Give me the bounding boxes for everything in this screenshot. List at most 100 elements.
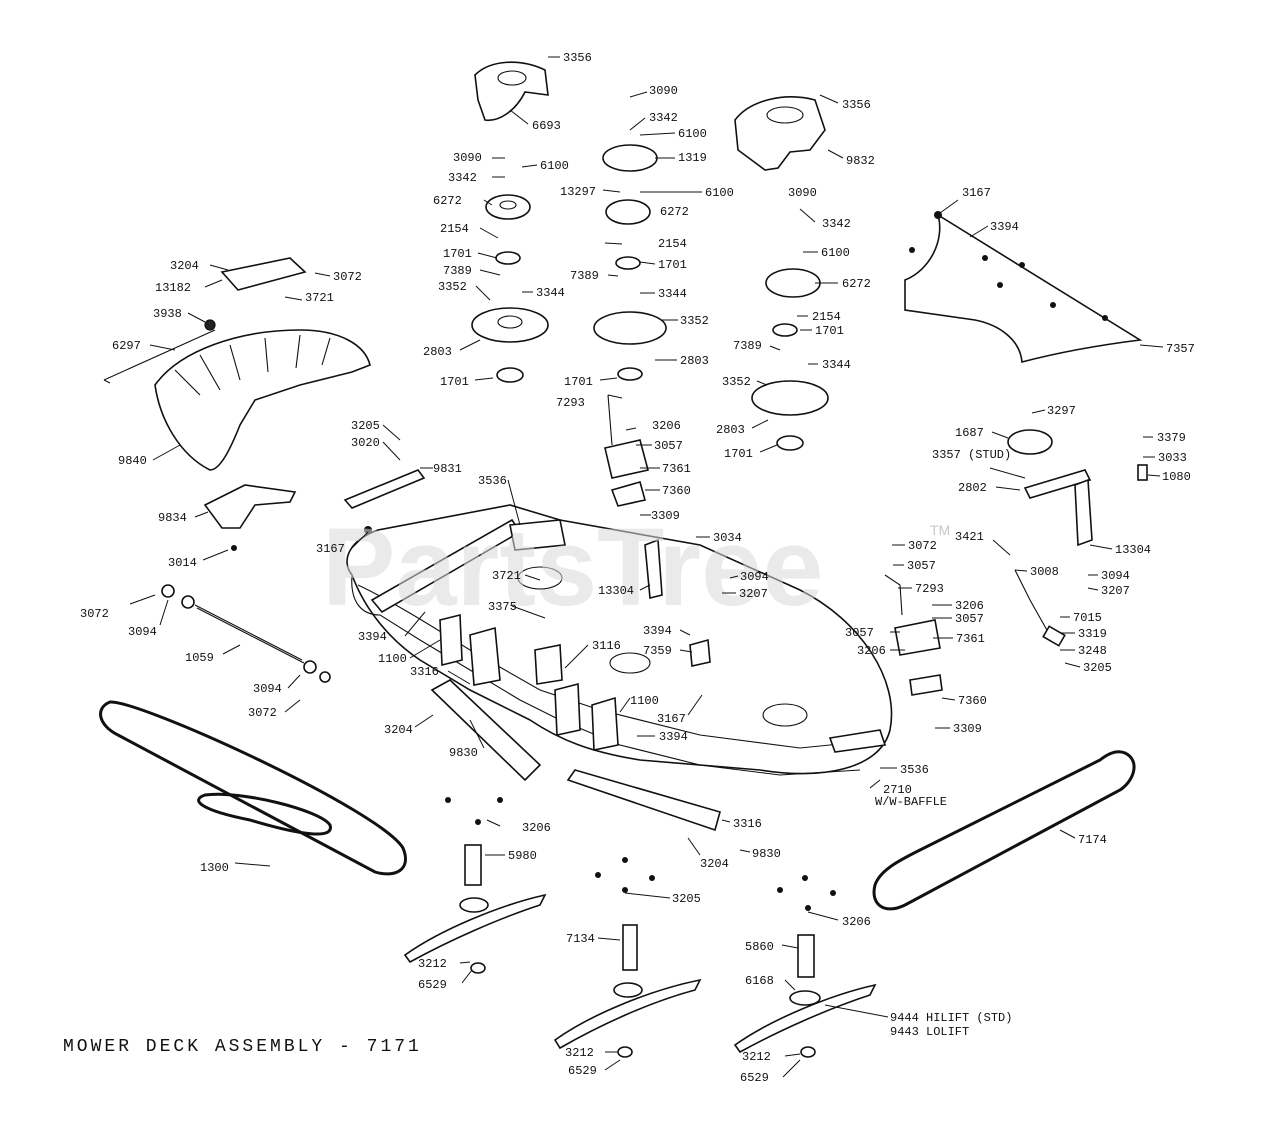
part-label: 1701	[658, 258, 687, 272]
part-label: 3206	[955, 599, 984, 613]
part-label: 3206	[522, 821, 551, 835]
spindle-shaft-7134	[622, 924, 638, 971]
pulley-6272-left-hub	[499, 200, 517, 210]
part-label: 3116	[592, 639, 621, 653]
part-label: 3342	[448, 171, 477, 185]
spindle-2803-left	[471, 307, 549, 343]
bearing-1701-right-bottom	[776, 435, 804, 451]
part-label: 1059	[185, 651, 214, 665]
part-label: 1701	[815, 324, 844, 338]
part-label: 7357	[1166, 342, 1195, 356]
part-label: 6693	[532, 119, 561, 133]
part-label: 1300	[200, 861, 229, 875]
part-label: 3356	[563, 51, 592, 65]
part-label: 3356	[842, 98, 871, 112]
part-label: 3319	[1078, 627, 1107, 641]
bracket-7360-right	[909, 674, 943, 696]
part-label: 7134	[566, 932, 595, 946]
part-label: 3212	[742, 1050, 771, 1064]
part-label: 3057	[907, 559, 936, 573]
part-label: 2803	[716, 423, 745, 437]
bracket-13304-center	[644, 538, 663, 600]
part-label: 7360	[662, 484, 691, 498]
part-label: 3094	[1101, 569, 1130, 583]
part-label: 7389	[570, 269, 599, 283]
spindle-shaft-5860	[797, 934, 815, 978]
belt-1300-inner	[197, 792, 332, 836]
part-label: 3938	[153, 307, 182, 321]
spindle-2803-right	[751, 380, 829, 416]
part-label: 3536	[478, 474, 507, 488]
idler-pulley-1687	[1007, 429, 1053, 455]
part-label: 3094	[740, 570, 769, 584]
baffle-9830-right	[566, 769, 721, 832]
part-label: 13304	[598, 584, 634, 598]
deck-bracket-left-b	[469, 626, 501, 686]
deck-skirt	[351, 574, 861, 776]
part-label: 3205	[672, 892, 701, 906]
deck-bracket-left	[439, 613, 463, 667]
part-label: W/W-BAFFLE	[875, 795, 947, 809]
part-label: 9834	[158, 511, 187, 525]
deck-rim	[357, 584, 881, 749]
blade-adapter-right	[789, 990, 821, 1006]
part-label: 3090	[649, 84, 678, 98]
bracket-7359	[534, 644, 563, 685]
link-rod-7293-left	[607, 394, 623, 446]
part-label: 9830	[449, 746, 478, 760]
part-label: 3014	[168, 556, 197, 570]
part-label: 3057	[654, 439, 683, 453]
part-label: 3207	[739, 587, 768, 601]
part-label: 2710	[883, 783, 912, 797]
part-label: 3536	[900, 763, 929, 777]
part-label: 3375	[488, 600, 517, 614]
bearing-1701-left-bottom	[496, 367, 524, 383]
diagram-title: MOWER DECK ASSEMBLY - 7171	[63, 1037, 422, 1057]
discharge-chute-ribs	[174, 334, 331, 396]
part-label: 3352	[722, 375, 751, 389]
spacer-1080	[1137, 464, 1148, 481]
part-drawings	[99, 61, 1148, 1058]
washer-3094-a	[161, 584, 175, 598]
part-label: 9840	[118, 454, 147, 468]
part-label: 6297	[112, 339, 141, 353]
part-label: 3033	[1158, 451, 1187, 465]
part-label: 3094	[253, 682, 282, 696]
bearing-1701-center-bottom	[617, 367, 643, 381]
washer-3094-d	[319, 671, 331, 683]
part-label: 1687	[955, 426, 984, 440]
part-label: 3721	[492, 569, 521, 583]
part-label: 3204	[384, 723, 413, 737]
part-label: 9830	[752, 847, 781, 861]
bracket-7359-right	[689, 638, 711, 667]
bearing-1701-left-top	[495, 251, 521, 265]
washer-3094-b	[181, 595, 195, 609]
part-label: 1701	[440, 375, 469, 389]
part-label: 6529	[418, 978, 447, 992]
part-label: 1701	[724, 447, 753, 461]
part-label: 3205	[351, 419, 380, 433]
part-label: 2803	[423, 345, 452, 359]
part-label: 6529	[568, 1064, 597, 1078]
part-label: 5980	[508, 849, 537, 863]
blade-left	[403, 893, 547, 964]
mower-deck	[346, 504, 893, 775]
part-label: 3008	[1030, 565, 1059, 579]
watermark-tm: TM	[930, 522, 950, 538]
spring-3319	[1042, 625, 1066, 647]
part-label: 6100	[821, 246, 850, 260]
part-label: 1701	[443, 247, 472, 261]
part-label: 6100	[678, 127, 707, 141]
bearing-1701-right-top	[772, 323, 798, 337]
part-label: 3034	[713, 531, 742, 545]
part-label: 2154	[440, 222, 469, 236]
part-label: 3094	[128, 625, 157, 639]
bracket-9831	[343, 469, 426, 509]
spindle-cover-6693-hub	[497, 70, 527, 86]
part-label: 9832	[846, 154, 875, 168]
part-label: 3057	[955, 612, 984, 626]
part-label: 7389	[443, 264, 472, 278]
part-label: 3072	[248, 706, 277, 720]
part-label: 7293	[915, 582, 944, 596]
part-label: 3090	[788, 186, 817, 200]
